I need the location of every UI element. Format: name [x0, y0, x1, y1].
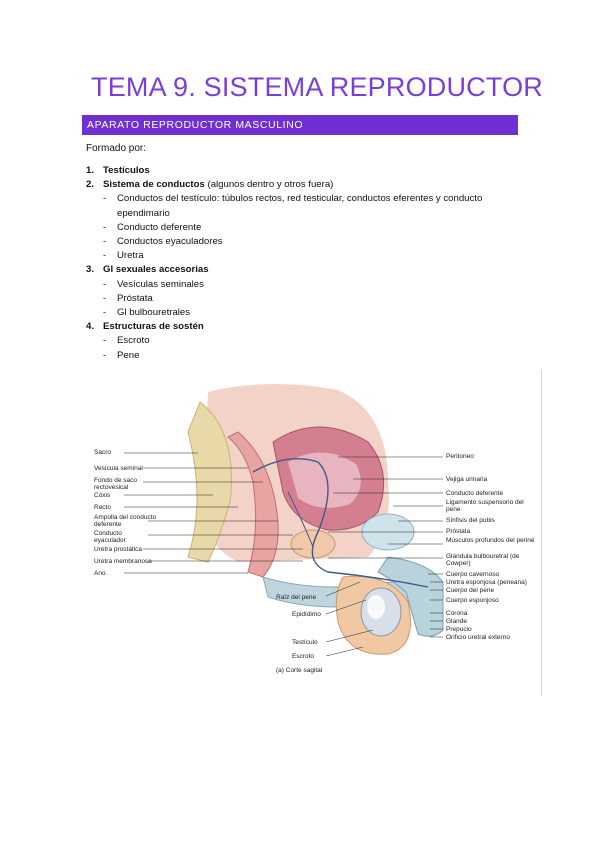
sub-item: -Próstata — [103, 292, 153, 304]
intro-text: Formado por: — [86, 143, 147, 154]
label-glande: Glande — [446, 618, 467, 625]
label-prepucio: Prepucio — [446, 626, 472, 633]
sub-item: -Escroto — [103, 335, 150, 347]
item-label: Estructuras de sostén — [103, 321, 204, 333]
label-corona: Corona — [446, 610, 468, 617]
label-epididimo: Epidídimo — [292, 611, 321, 618]
label-testiculo: Testículo — [292, 639, 318, 646]
label-uretra-membranosa: Uretra membranosa — [94, 558, 152, 565]
label-cuerpo-pene: Cuerpo del pene — [446, 587, 495, 594]
sub-item: -Vesículas seminales — [103, 278, 204, 290]
anatomy-figure: Sacro Vesícula seminal Fondo de saco rec… — [88, 372, 542, 696]
label-cuerpo-esponjoso: Cuerpo esponjoso — [446, 597, 499, 604]
label-prostata: Próstata — [446, 528, 471, 535]
sub-item: -Conductos del testículo: túbulos rectos… — [103, 193, 483, 219]
sub-item: -Pene — [103, 349, 140, 361]
sub-item: -Conductos eyaculadores — [103, 236, 223, 248]
label-raiz-pene: Raíz del pene — [276, 594, 317, 601]
label-sinfisis: Sínfisis del pubis — [446, 517, 495, 524]
label-conducto-deferente: Conducto deferente — [446, 490, 504, 497]
list-item: 4. Estructuras de sostén — [86, 320, 526, 334]
item-label: Gl sexuales accesorias — [103, 264, 209, 276]
label-ampolla: Ampolla del conducto deferente — [94, 514, 157, 528]
item-number: 4. — [86, 321, 95, 333]
page-title: TEMA 9. SISTEMA REPRODUCTOR — [91, 72, 543, 102]
label-ligamento: Ligamento suspensorio del pene — [446, 499, 524, 513]
label-recto: Recto — [94, 504, 111, 511]
figure-caption: (a) Corte sagital — [276, 667, 323, 674]
label-orificio-uretral: Orificio uretral externo — [446, 634, 510, 641]
label-musculos-perine: Músculos profundos del periné — [446, 537, 535, 544]
label-coxis: Cóxis — [94, 492, 111, 499]
sub-item: -Gl bulbouretrales — [103, 307, 191, 319]
item-number: 2. — [86, 179, 95, 191]
sub-item: -Uretra — [103, 250, 144, 262]
label-conducto-eyaculador: Conducto eyaculador — [94, 530, 126, 544]
label-peritoneo: Peritoneo — [446, 453, 474, 460]
label-vesicula-seminal: Vesícula seminal — [94, 465, 143, 472]
section-header: APARATO REPRODUCTOR MASCULINO — [82, 115, 518, 135]
item-label: Testículos — [103, 165, 150, 176]
figure-border — [541, 370, 542, 696]
label-sacro: Sacro — [94, 449, 111, 456]
item-label: Sistema de conductos — [103, 179, 205, 191]
item-number: 3. — [86, 264, 95, 276]
label-glandula-bulbouretral: Glándula bulbouretral (de Cowper) — [446, 553, 520, 567]
sub-item: -Conducto deferente — [103, 221, 202, 233]
list-item: 3. Gl sexuales accesorias — [86, 263, 526, 277]
list-item: 2. Sistema de conductos (algunos dentro … — [86, 178, 526, 192]
label-uretra-prostatica: Uretra prostática — [94, 546, 143, 553]
label-escroto: Escroto — [292, 653, 315, 660]
label-vejiga: Vejiga urinaria — [446, 476, 488, 483]
outline-list: 1. Testículos 2. Sistema de conductos (a… — [86, 164, 526, 363]
list-item: 1. Testículos — [86, 164, 526, 178]
item-number: 1. — [86, 165, 95, 176]
label-ano: Ano — [94, 570, 106, 577]
item-note: (algunos dentro y otros fuera) — [204, 179, 334, 191]
anatomy-illustration — [124, 383, 444, 657]
label-cuerpo-cavernoso: Cuerpo cavernoso — [446, 571, 500, 578]
label-fondo-de-saco: Fondo de saco rectovesical — [94, 477, 138, 491]
label-uretra-esponjosa: Uretra esponjosa (peneana) — [446, 579, 527, 586]
